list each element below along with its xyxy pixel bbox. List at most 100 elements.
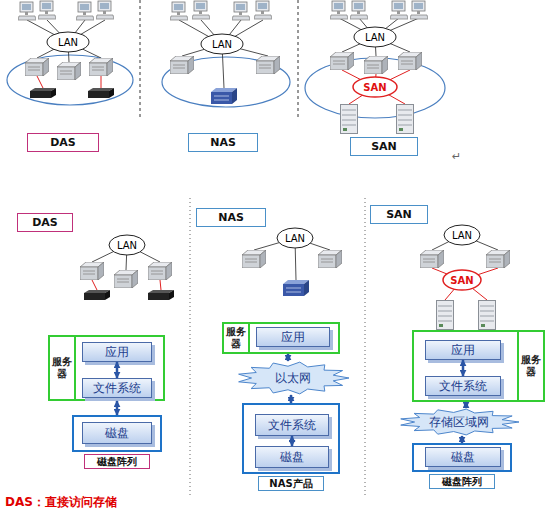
server-icon bbox=[25, 58, 49, 76]
network-cloud: 以太网 bbox=[236, 361, 350, 395]
section-label: NAS bbox=[188, 133, 258, 152]
ellipse-shape bbox=[443, 270, 481, 290]
group-ellipse bbox=[7, 55, 133, 105]
network-ellipse: LAN bbox=[353, 26, 397, 48]
section-label: DAS bbox=[17, 213, 73, 232]
node-text: 应用 bbox=[426, 341, 500, 359]
san-ellipse: SAN bbox=[442, 269, 482, 291]
ellipse-shape bbox=[277, 228, 313, 248]
server-icon bbox=[318, 250, 342, 268]
storage-box: NAS产品文件系统磁盘 bbox=[242, 403, 340, 474]
storage-array-icon bbox=[397, 105, 414, 134]
computer-icon bbox=[192, 1, 210, 19]
layer-box: 应用 bbox=[425, 340, 501, 360]
nas-device-icon bbox=[283, 280, 309, 296]
node-text: LAN bbox=[276, 227, 314, 249]
node-text: LAN bbox=[46, 31, 90, 53]
layer-box: 应用 bbox=[256, 327, 330, 347]
ellipse-shape bbox=[109, 235, 145, 255]
group-ellipse bbox=[162, 57, 290, 107]
ellipse-shape bbox=[354, 27, 396, 47]
storage-wire bbox=[101, 76, 102, 88]
computer-icon bbox=[350, 1, 368, 19]
server-box: 服务器应用文件系统 bbox=[412, 330, 545, 402]
layer-box: 应用 bbox=[82, 342, 152, 362]
computer-icon bbox=[96, 1, 114, 19]
layer-box: 磁盘 bbox=[255, 446, 329, 468]
ellipse-shape bbox=[47, 32, 89, 52]
node-text: DAS bbox=[28, 134, 98, 151]
node-text: LAN bbox=[443, 224, 481, 246]
section-label: DAS bbox=[27, 133, 99, 152]
node-text: 文件系统 bbox=[256, 415, 328, 435]
node-text: SAN bbox=[351, 138, 417, 155]
server-icon bbox=[256, 56, 280, 74]
computer-icon bbox=[38, 1, 56, 19]
computer-icon bbox=[232, 2, 250, 20]
server-caption: 服务器 bbox=[224, 324, 250, 352]
server-icon bbox=[57, 62, 81, 80]
separator-line bbox=[190, 198, 191, 495]
network-ellipse: LAN bbox=[108, 234, 146, 256]
server-icon bbox=[170, 56, 194, 74]
server-icon bbox=[420, 250, 444, 268]
network-cloud: 存储区域网 bbox=[398, 408, 520, 436]
server-box: 服务器应用文件系统 bbox=[48, 335, 165, 401]
node-text: 文件系统 bbox=[426, 377, 500, 395]
separator-line bbox=[298, 0, 299, 118]
server-icon bbox=[242, 250, 266, 268]
storage-wire bbox=[160, 280, 161, 290]
node-text: 应用 bbox=[83, 343, 151, 361]
storage-caption: 磁盘阵列 bbox=[429, 474, 495, 489]
node-text: LAN bbox=[108, 234, 146, 256]
disk-icon bbox=[30, 88, 56, 98]
network-ellipse: LAN bbox=[46, 31, 90, 53]
computer-icon bbox=[76, 2, 94, 20]
server-icon bbox=[89, 58, 113, 76]
section-label: SAN bbox=[370, 205, 428, 224]
server-icon bbox=[486, 250, 510, 268]
storage-wire bbox=[92, 280, 97, 290]
node-text: SAN bbox=[442, 269, 482, 291]
storage-array-icon bbox=[479, 301, 496, 330]
node-text: 文件系统 bbox=[83, 379, 151, 397]
bidirectional-arrow bbox=[290, 395, 293, 403]
server-icon bbox=[364, 56, 388, 74]
disk-icon bbox=[148, 290, 174, 300]
node-text: NAS bbox=[189, 134, 257, 151]
node-text: SAN bbox=[352, 76, 398, 98]
computer-icon bbox=[410, 1, 428, 19]
storage-wire bbox=[37, 76, 43, 88]
bidirectional-arrow bbox=[287, 354, 290, 361]
server-caption: 服务器 bbox=[50, 337, 76, 399]
computer-icon bbox=[18, 2, 36, 20]
node-text: LAN bbox=[200, 33, 244, 55]
server-icon bbox=[398, 52, 422, 70]
server-icon bbox=[114, 270, 138, 288]
storage-caption: NAS产品 bbox=[258, 476, 324, 491]
bidirectional-arrow bbox=[461, 436, 464, 443]
storage-caption: 磁盘阵列 bbox=[84, 454, 150, 469]
computer-icon bbox=[170, 2, 188, 20]
node-text: DAS bbox=[18, 214, 72, 231]
server-icon bbox=[330, 52, 354, 70]
node-text: 以太网 bbox=[236, 361, 350, 395]
bidirectional-arrow bbox=[465, 402, 468, 408]
layer-box: 磁盘 bbox=[82, 422, 152, 444]
separator-line bbox=[140, 0, 141, 118]
storage-array-icon bbox=[437, 301, 454, 330]
node-text: LAN bbox=[353, 26, 397, 48]
node-text: SAN bbox=[371, 206, 427, 223]
server-caption: 服务器 bbox=[517, 332, 543, 400]
layer-box: 文件系统 bbox=[425, 376, 501, 396]
layer-box: 磁盘 bbox=[425, 447, 501, 467]
network-ellipse: LAN bbox=[276, 227, 314, 249]
storage-array-icon bbox=[341, 105, 358, 134]
ellipse-shape bbox=[444, 225, 480, 245]
bidirectional-arrow bbox=[116, 401, 119, 415]
separator-line bbox=[365, 198, 366, 495]
section-label: SAN bbox=[350, 137, 418, 156]
ellipse-shape bbox=[201, 34, 243, 54]
server-icon bbox=[148, 262, 172, 280]
disk-icon bbox=[84, 290, 110, 300]
